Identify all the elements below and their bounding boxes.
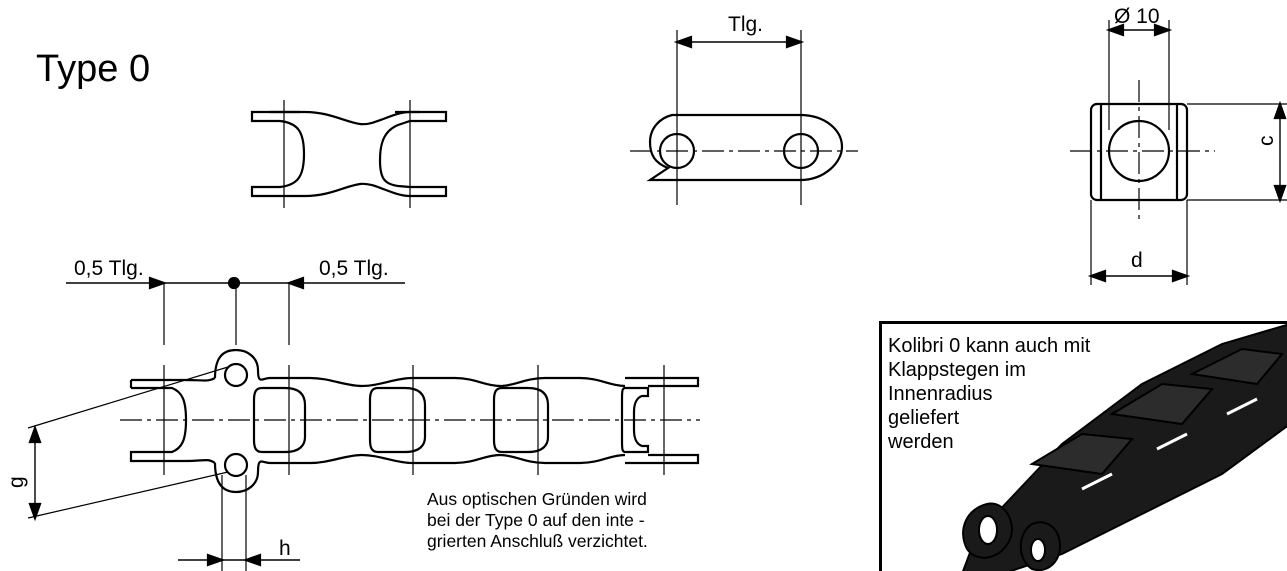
page-title: Type 0	[36, 48, 151, 90]
optical-note: Aus optischen Gründen wird bei der Type …	[427, 489, 648, 551]
link-side-view	[250, 100, 448, 208]
cross-section-view	[1070, 20, 1287, 285]
half-pitch-right-label: 0,5 Tlg.	[319, 257, 389, 280]
dimension-c-label: c	[1255, 135, 1278, 147]
half-pitch-left-label: 0,5 Tlg.	[74, 257, 144, 280]
dimension-h-label: h	[279, 537, 291, 560]
chain-assembly	[27, 276, 700, 571]
pitch-label: Tlg.	[728, 13, 764, 36]
chain-photo	[962, 324, 1287, 571]
product-photo-panel: Kolibri 0 kann auch mit Klappstegen im I…	[879, 321, 1287, 571]
dimension-g-label: g	[5, 476, 28, 488]
diameter-label: Ø 10	[1114, 5, 1160, 28]
dimension-d-label: d	[1131, 249, 1143, 272]
link-plan-view	[630, 30, 858, 205]
photo-caption: Kolibri 0 kann auch mit Klappstegen im I…	[888, 335, 1091, 453]
